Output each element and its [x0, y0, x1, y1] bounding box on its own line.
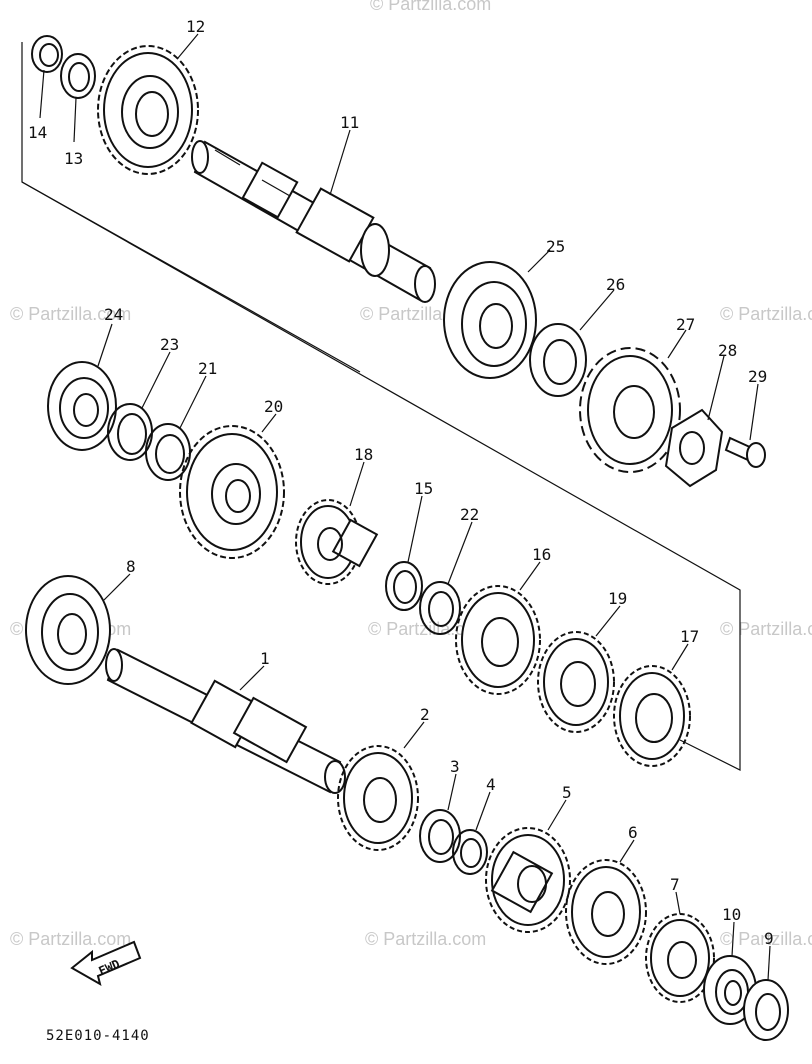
watermark: © Partzilla.com [720, 619, 812, 639]
part-label: 14 [28, 123, 47, 142]
diagram-code: 52E010-4140 [46, 1028, 150, 1044]
part-2-gear [337, 745, 419, 851]
part-9-seal [743, 979, 789, 1041]
part-16-gear [455, 585, 541, 695]
part-17-gear [613, 665, 691, 767]
part-label: 6 [628, 823, 638, 842]
part-label: 9 [764, 929, 774, 948]
part-label: 26 [606, 275, 625, 294]
part-label: 2 [420, 705, 430, 724]
part-label: 1 [260, 649, 270, 668]
part-labels: 14 13 12 11 25 26 27 28 29 24 23 21 20 1… [28, 17, 774, 948]
leader-lines [39, 33, 771, 981]
watermark: © Partzilla.com [720, 929, 812, 949]
part-27-sprocket [579, 347, 681, 473]
part-label: 24 [104, 305, 123, 324]
part-label: 25 [546, 237, 565, 256]
part-12-gear [97, 45, 199, 175]
part-label: 15 [414, 479, 433, 498]
part-label: 20 [264, 397, 283, 416]
part-label: 22 [460, 505, 479, 524]
part-label: 11 [340, 113, 359, 132]
part-29-bolt [724, 436, 766, 468]
part-label: 17 [680, 627, 699, 646]
part-24-bearing [47, 361, 117, 451]
part-label: 8 [126, 557, 136, 576]
part-14-circlip [31, 35, 63, 73]
part-19-gear [537, 631, 615, 733]
watermark: © Partzilla.com [10, 304, 131, 324]
part-label: 13 [64, 149, 83, 168]
part-25-bearing [443, 261, 537, 379]
part-label: 19 [608, 589, 627, 608]
part-label: 5 [562, 783, 572, 802]
watermark: © Partzilla.com [10, 929, 131, 949]
part-13-washer [60, 53, 96, 99]
part-label: 21 [198, 359, 217, 378]
part-label: 4 [486, 775, 496, 794]
part-11-main-shaft [191, 140, 436, 303]
part-label: 18 [354, 445, 373, 464]
watermark: © Partzilla.com [370, 0, 491, 14]
part-label: 10 [722, 905, 741, 924]
part-20-gear [179, 425, 285, 559]
part-21-washer [145, 423, 191, 481]
part-label: 12 [186, 17, 205, 36]
assembly-frame [21, 42, 741, 771]
part-4-washer [452, 829, 488, 875]
part-label: 7 [670, 875, 680, 894]
part-label: 23 [160, 335, 179, 354]
part-label: 27 [676, 315, 695, 334]
part-5-gear [485, 827, 571, 933]
part-1-drive-axle [105, 648, 346, 794]
part-7-gear [645, 913, 715, 1003]
watermark: © Partzilla.com [720, 304, 812, 324]
part-3-circlip [419, 809, 461, 863]
part-6-gear [565, 859, 647, 965]
part-26-oil-seal [529, 323, 587, 397]
part-label: 3 [450, 757, 460, 776]
part-22-washer [419, 581, 461, 635]
part-15-circlip [385, 561, 423, 611]
part-18-gear [295, 499, 379, 585]
part-label: 29 [748, 367, 767, 386]
part-8-bearing [25, 575, 111, 685]
watermark: © Partzilla.com [365, 929, 486, 949]
part-label: 16 [532, 545, 551, 564]
part-label: 28 [718, 341, 737, 360]
part-28-lock-washer [664, 408, 724, 488]
